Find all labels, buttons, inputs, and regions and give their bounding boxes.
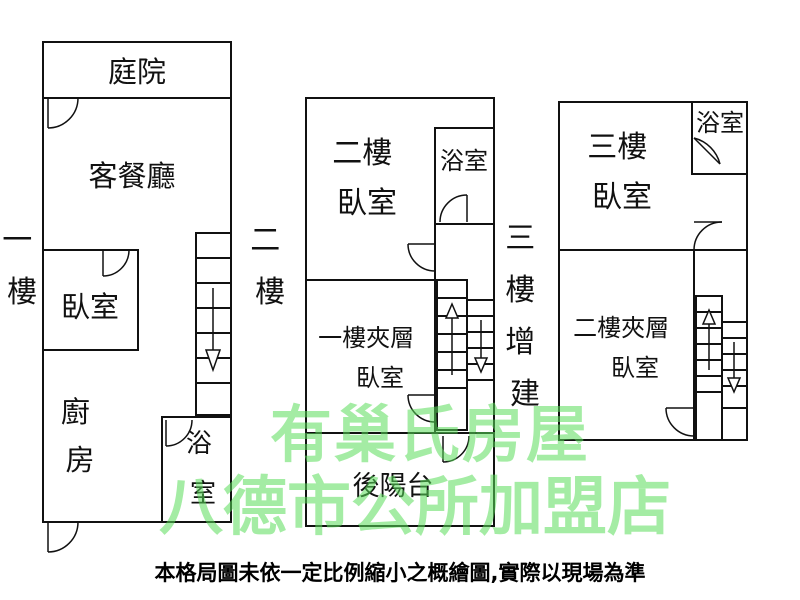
floor1-side-label: 一 樓 xyxy=(2,223,42,310)
floor3-mezzanine-line-2: 臥室 xyxy=(611,354,659,382)
floor2-bedroom-line-1: 二樓 xyxy=(332,136,392,171)
floor3-stair-arrows xyxy=(701,308,742,394)
floor1-bathroom-char-1: 浴 xyxy=(186,429,212,459)
floor1-kitchen-char-1: 廚 xyxy=(61,395,90,429)
floor3-side-char-2: 樓 xyxy=(505,273,535,308)
floor3-bedroom-line-1: 三樓 xyxy=(587,130,647,165)
floor3-side-char-1: 三 xyxy=(505,221,535,256)
floor2-rear-balcony-label: 後陽台 xyxy=(353,471,434,502)
floor2-side-char-2: 樓 xyxy=(255,275,285,310)
floor2-bathroom-label: 浴室 xyxy=(440,147,488,175)
floor1-bathroom-label: 浴 室 xyxy=(186,429,220,509)
floor3-side-char-4: 建 xyxy=(510,377,540,412)
floor1-side-char-2: 樓 xyxy=(7,275,37,310)
floor3-bathroom-label: 浴室 xyxy=(696,109,744,137)
floor3-doors xyxy=(665,137,723,437)
floor1-living-dining-label: 客餐廳 xyxy=(88,159,175,193)
floor2-bedroom-label: 二樓 臥室 xyxy=(332,136,402,221)
floor3-side-char-3: 增 xyxy=(505,325,535,360)
floor2-mezzanine-line-1: 一樓夾層 xyxy=(318,324,414,352)
floor1-stair-arrow xyxy=(204,288,222,373)
floor1-kitchen-char-2: 房 xyxy=(65,443,94,477)
floor1-courtyard-label: 庭院 xyxy=(108,55,166,89)
floor1-side-char-1: 一 xyxy=(2,223,32,258)
floor2-mezzanine-line-2: 臥室 xyxy=(356,364,404,392)
floor1-bathroom-char-2: 室 xyxy=(190,479,216,509)
disclaimer-text: 本格局圖未依一定比例縮小之概繪圖,實際以現場為準 xyxy=(154,561,646,585)
floor3-mezzanine-bedroom-label: 二樓夾層 臥室 xyxy=(573,314,677,382)
floor1-bedroom-label: 臥室 xyxy=(61,290,119,324)
floor2-mezzanine-bedroom-label: 一樓夾層 臥室 xyxy=(318,324,422,392)
floor3-bedroom-line-2: 臥室 xyxy=(592,180,652,215)
floor2-walls xyxy=(305,97,495,527)
floor2-side-label: 二 樓 xyxy=(250,223,290,310)
floor1-doors xyxy=(47,97,193,553)
floor2-doors xyxy=(407,194,470,463)
floor2-stair-arrows xyxy=(444,302,489,375)
floor3-side-label: 三 樓 增 建 xyxy=(505,221,545,412)
floor1-kitchen-label: 廚 房 xyxy=(61,395,99,477)
floor3-bedroom-label: 三樓 臥室 xyxy=(587,130,657,215)
floor2-bedroom-line-2: 臥室 xyxy=(337,186,397,221)
floor1-walls xyxy=(42,41,232,523)
floor3-mezzanine-line-1: 二樓夾層 xyxy=(573,314,669,342)
floor2-side-char-1: 二 xyxy=(250,223,280,258)
